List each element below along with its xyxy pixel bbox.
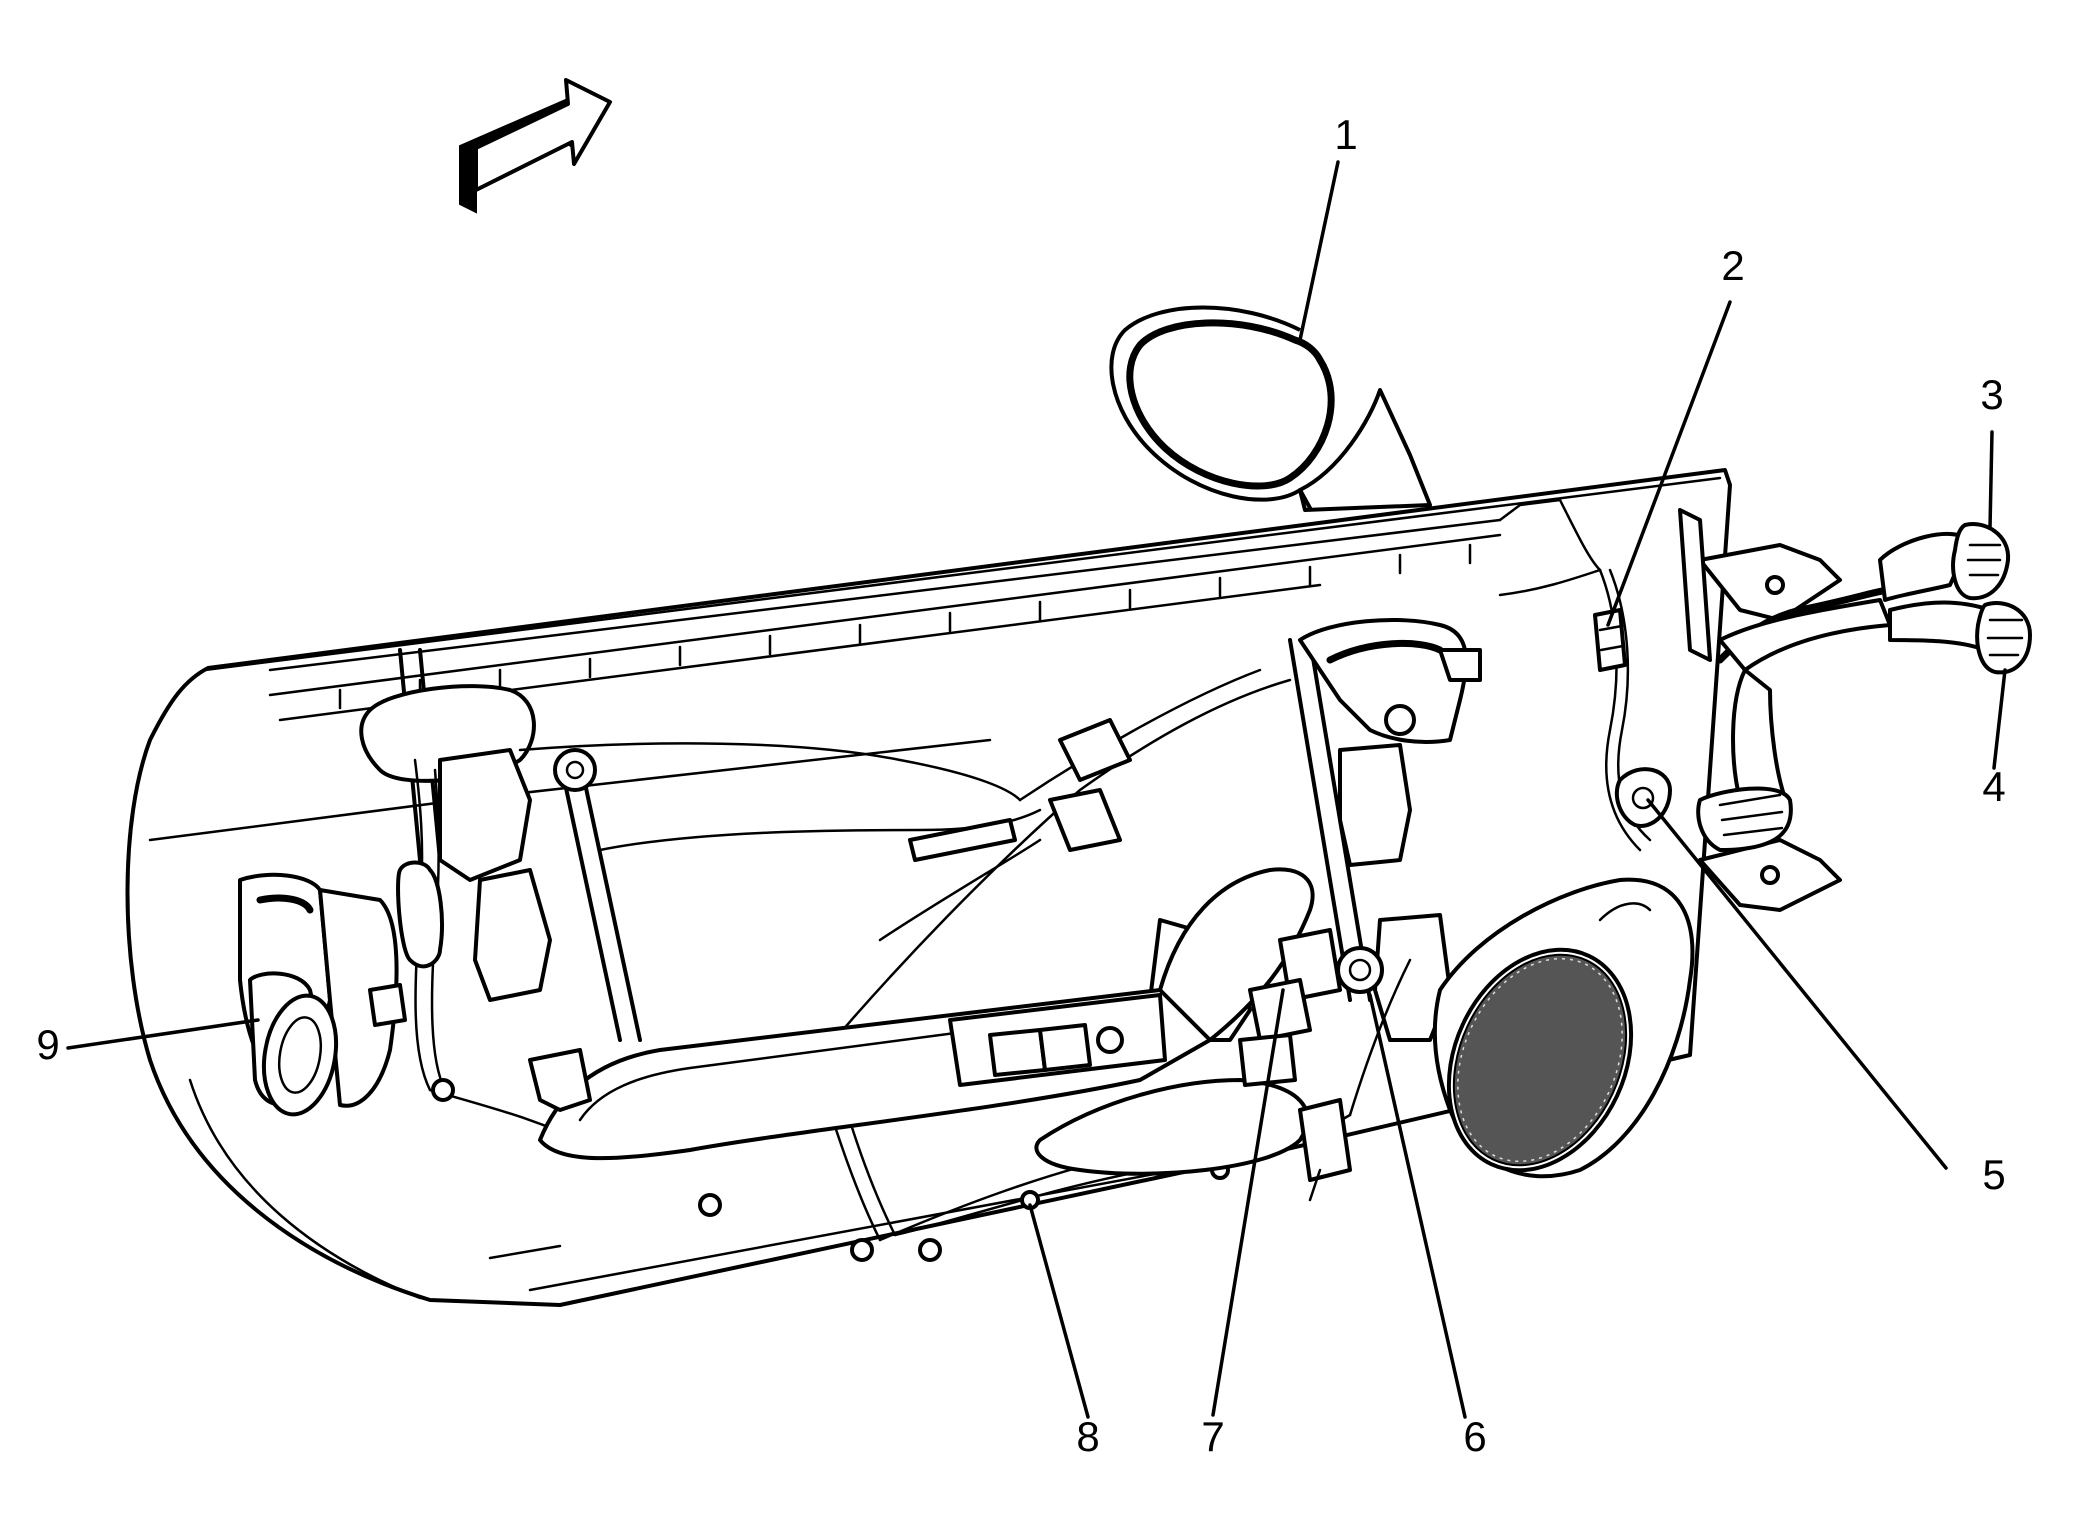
callout-9: 9 — [36, 1021, 59, 1068]
callout-8: 8 — [1076, 1413, 1099, 1460]
outside-mirror — [1109, 305, 1432, 512]
door-panel-shell — [125, 468, 1732, 1307]
leader-lines — [66, 160, 2007, 1419]
door-harness-boot — [1678, 508, 2032, 912]
switch-module — [1238, 928, 1342, 1087]
callout-1: 1 — [1334, 111, 1357, 158]
callout-2: 2 — [1721, 242, 1744, 289]
door-speaker — [1432, 877, 1695, 1179]
callouts: 1 2 3 4 5 6 7 8 9 — [36, 111, 2005, 1460]
callout-3: 3 — [1980, 371, 2003, 418]
callout-6: 6 — [1463, 1413, 1486, 1460]
armrest — [538, 867, 1315, 1176]
tweeter-speaker-assembly — [238, 872, 407, 1117]
handle-cables — [518, 668, 1292, 1082]
lower-brackets — [528, 1048, 1352, 1262]
direction-arrow-icon — [459, 78, 612, 214]
inside-door-handle — [1298, 618, 1482, 744]
callout-7: 7 — [1201, 1413, 1224, 1460]
callout-4: 4 — [1982, 763, 2005, 810]
callout-5: 5 — [1982, 1151, 2005, 1198]
